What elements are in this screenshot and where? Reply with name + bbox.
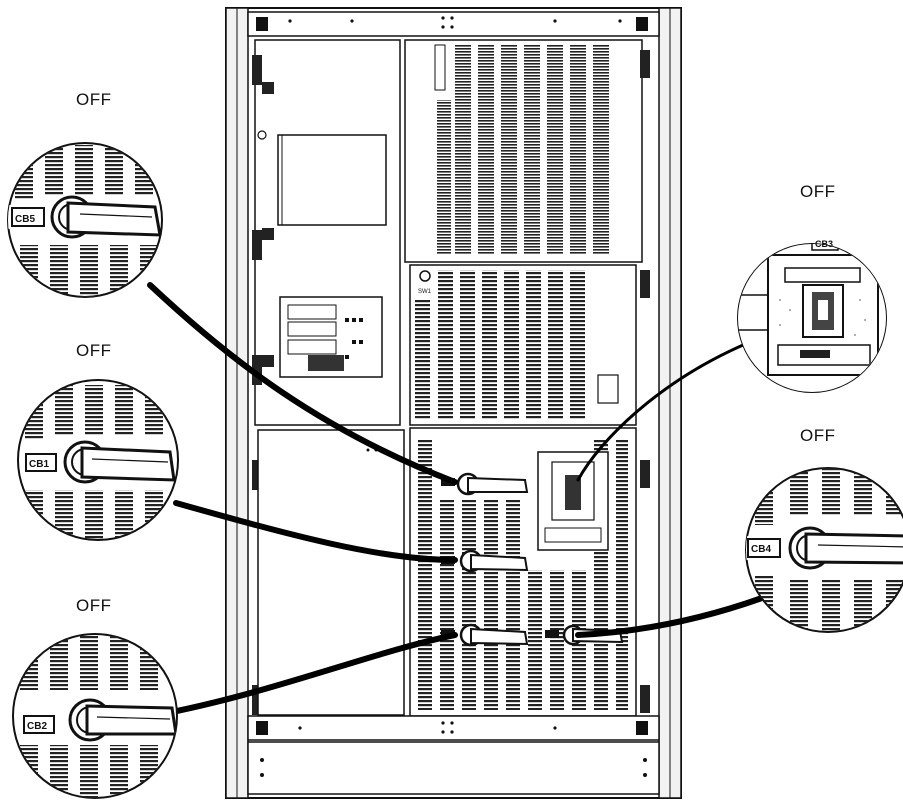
callout-cb2: CB2: [12, 633, 178, 799]
leader-line-cb4: [575, 595, 765, 638]
callout-tag-cb5: CB5: [15, 214, 35, 225]
callout-cb4: CB4: [745, 467, 903, 633]
callout-cb1: CB1: [17, 379, 179, 541]
middle-vent-grille: [415, 270, 585, 420]
state-label-cb5: OFF: [76, 90, 112, 109]
leader-lines: [147, 282, 765, 715]
cabinet-switch-cb1: [441, 549, 529, 573]
leader-line-cb1: [173, 500, 458, 563]
cabinet: SW1: [225, 7, 682, 799]
state-label-cb1: OFF: [76, 341, 112, 360]
display-window: [277, 134, 387, 226]
leader-line-cb5: [147, 282, 458, 485]
callout-cb5: CB5: [7, 142, 163, 298]
leader-line-cb3: [576, 340, 752, 482]
small-switch-tag: SW1: [418, 289, 432, 295]
state-label-cb2: OFF: [76, 596, 112, 615]
callout-tag-cb4: CB4: [751, 544, 771, 555]
callout-tag-cb3: CB3: [815, 239, 833, 249]
callout-cb3: CB3: [737, 239, 887, 393]
bottom-strip: [247, 715, 660, 741]
callout-tag-cb1: CB1: [29, 459, 49, 470]
callout-tag-cb2: CB2: [27, 721, 47, 732]
top-strip: [247, 11, 660, 37]
plinth: [247, 741, 660, 795]
state-label-cb3: OFF: [800, 182, 836, 201]
leader-line-cb2: [169, 632, 458, 715]
state-label-cb4: OFF: [800, 426, 836, 445]
upper-vent-grille: [437, 45, 609, 255]
